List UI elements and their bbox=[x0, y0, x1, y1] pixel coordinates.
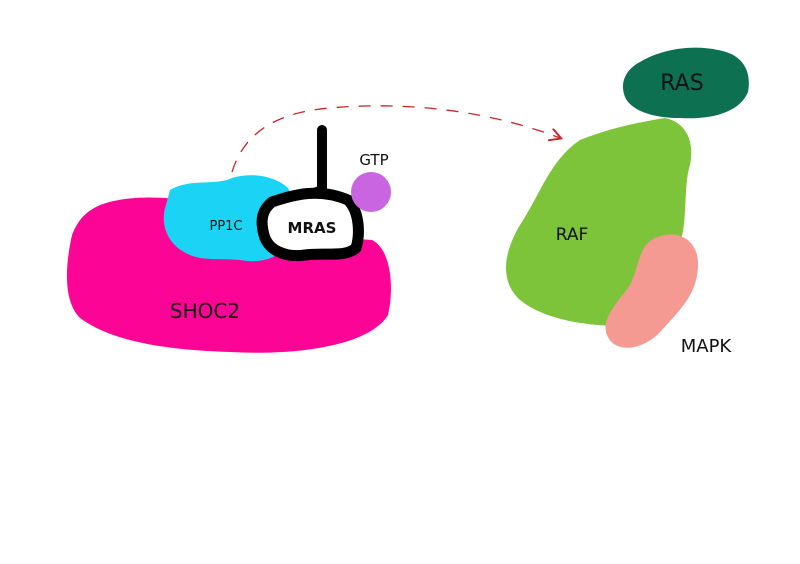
mapk-shape bbox=[605, 234, 699, 348]
ras-label: RAS bbox=[660, 71, 703, 96]
mapk-label: MAPK bbox=[681, 336, 733, 357]
gtp-label: GTP bbox=[359, 151, 388, 169]
mras-label: MRAS bbox=[288, 219, 337, 237]
gtp-shape bbox=[351, 172, 391, 212]
shoc2-label: SHOC2 bbox=[170, 299, 240, 323]
mras-shape bbox=[256, 187, 364, 262]
pp1c-label: PP1C bbox=[209, 219, 242, 234]
raf-label: RAF bbox=[556, 225, 589, 245]
translocation-arrow bbox=[231, 105, 560, 173]
ras-shape bbox=[622, 47, 749, 119]
